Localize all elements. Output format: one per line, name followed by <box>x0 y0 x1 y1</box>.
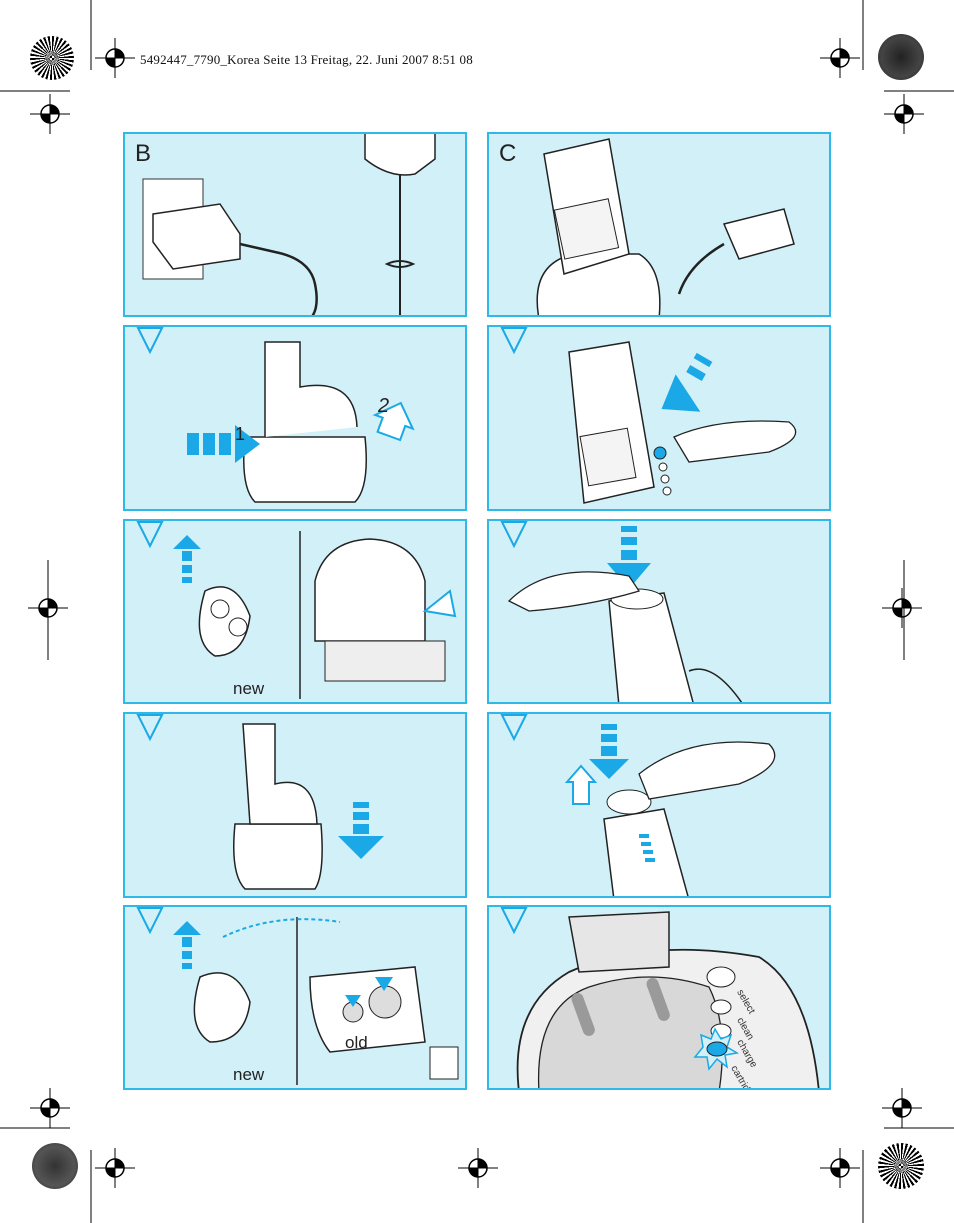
panel-c-station-buttons: select clean charge cartridge <box>487 905 831 1090</box>
panel-c-remove-cap <box>487 712 831 898</box>
shaver-insert-illustration <box>507 526 743 702</box>
station-closeup-illustration <box>516 911 820 1088</box>
next-step-arrow-icon <box>136 907 164 935</box>
next-step-arrow-icon <box>500 327 528 355</box>
registration-mark-icon <box>882 588 922 628</box>
section-letter-c: C <box>499 140 517 167</box>
new-cartridge-label: new <box>233 679 265 698</box>
panel-b-new-cartridge: new <box>123 519 467 704</box>
section-letter-b: B <box>135 140 152 167</box>
print-header: 5492447_7790_Korea Seite 13 Freitag, 22.… <box>140 52 473 67</box>
registration-mark-icon <box>882 1088 922 1128</box>
panel-b-plug-in: B <box>123 132 467 317</box>
press-button-illustration <box>568 341 797 504</box>
cartridge-swap-illustration <box>173 917 459 1085</box>
next-step-arrow-icon <box>136 714 164 742</box>
new-cartridge-label: new <box>233 1065 265 1084</box>
cartridge-insert-illustration <box>173 531 457 699</box>
panel-b-insert-shaver: 1 2 <box>123 325 467 511</box>
registration-mark-icon <box>95 38 135 78</box>
station-release-illustration <box>187 341 415 503</box>
registration-mark-icon <box>884 94 924 134</box>
registration-mark-icon <box>458 1148 498 1188</box>
panel-c-plug-station: C <box>487 132 831 317</box>
next-step-arrow-icon <box>500 714 528 742</box>
plug-illustration <box>142 134 436 315</box>
cap-removal-illustration <box>564 724 776 896</box>
registration-mark-icon <box>95 1148 135 1188</box>
registration-mark-icon <box>30 94 70 134</box>
panel-c-insert-shaver-down <box>487 519 831 704</box>
old-cartridge-label: old <box>345 1033 368 1052</box>
next-step-arrow-icon <box>500 907 528 935</box>
print-rosette-icon <box>32 1143 78 1189</box>
print-rosette-icon <box>30 36 74 80</box>
step-number-1: 1 <box>235 424 246 444</box>
next-step-arrow-icon <box>136 521 164 549</box>
panel-b-insert-station <box>123 712 467 898</box>
registration-mark-icon <box>820 38 860 78</box>
next-step-arrow-icon <box>136 327 164 355</box>
station-plug-illustration <box>536 138 795 315</box>
panel-c-press-cartridge <box>487 325 831 511</box>
registration-mark-icon <box>30 1088 70 1128</box>
panel-b-replace-cartridge: new old <box>123 905 467 1090</box>
next-step-arrow-icon <box>500 521 528 549</box>
station-down-illustration <box>233 723 384 890</box>
print-rosette-icon <box>878 1143 924 1189</box>
print-rosette-icon <box>878 34 924 80</box>
step-number-2: 2 <box>378 395 390 417</box>
registration-mark-icon <box>820 1148 860 1188</box>
